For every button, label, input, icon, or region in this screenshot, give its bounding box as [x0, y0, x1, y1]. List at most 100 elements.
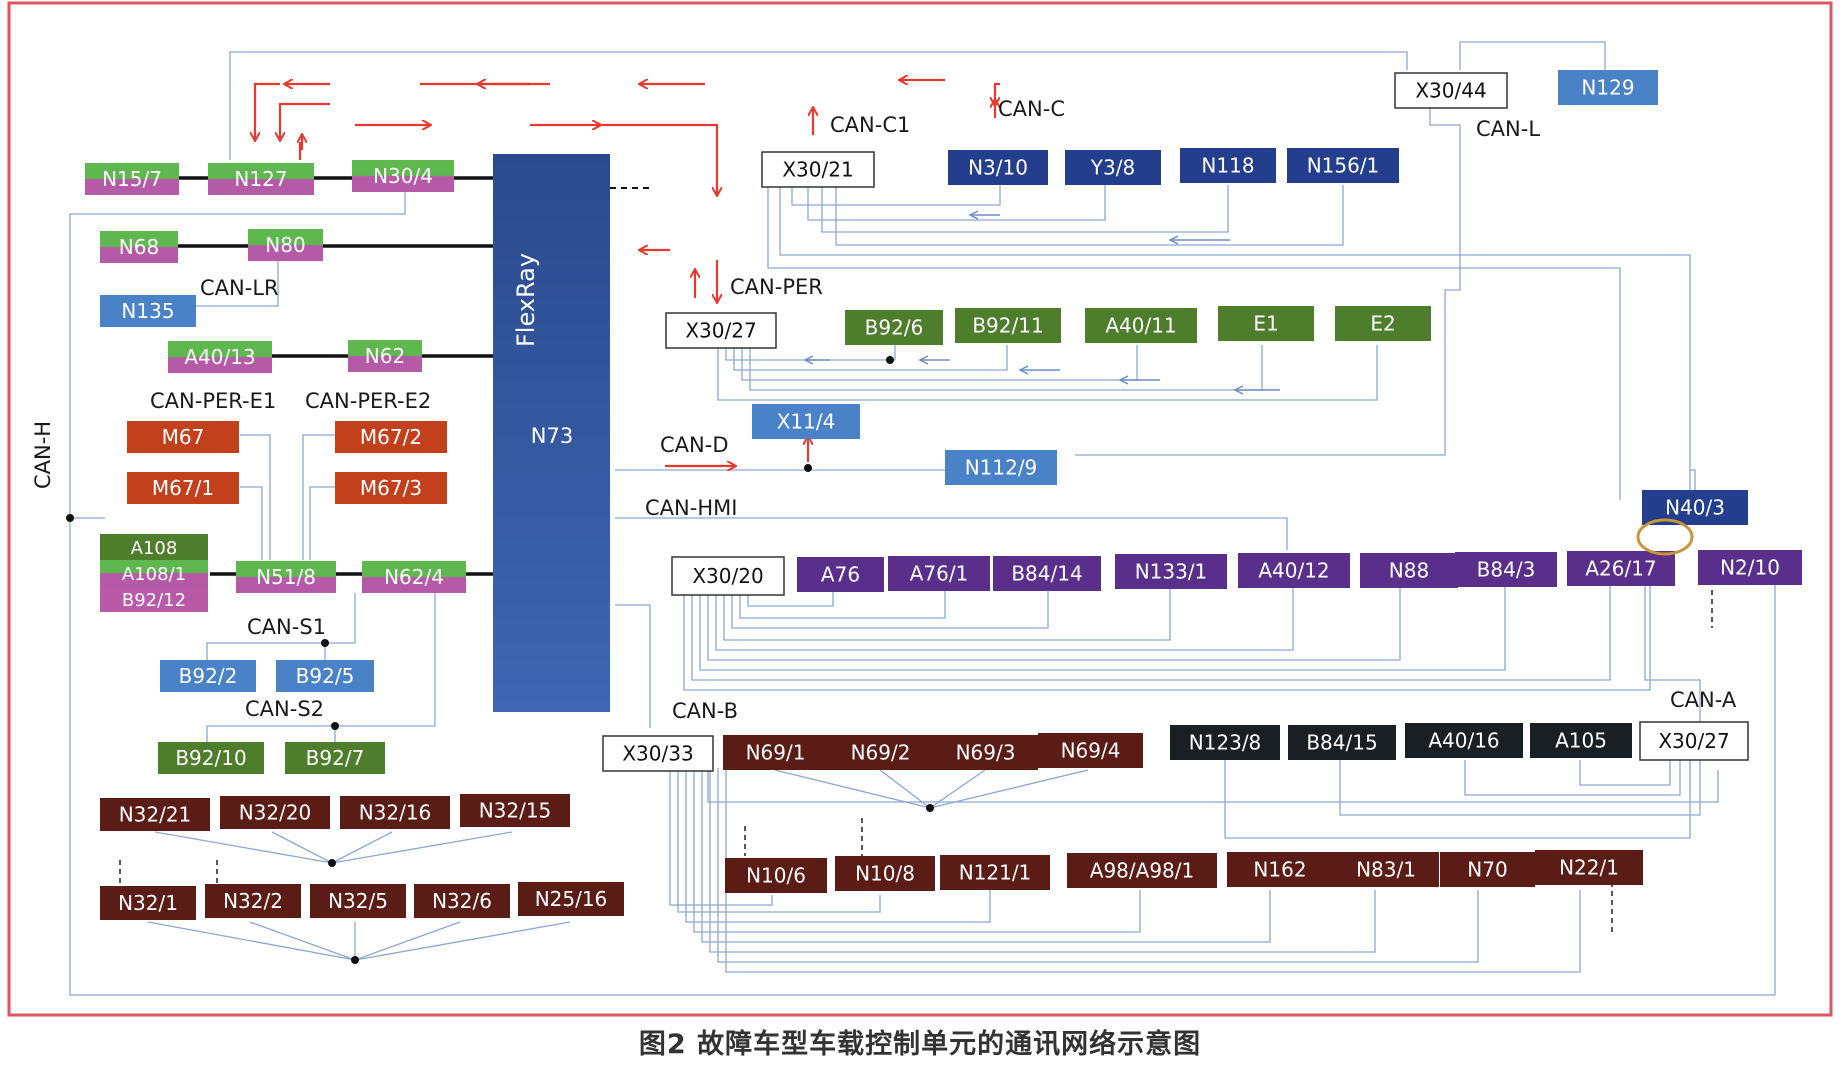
signal-arrows — [805, 215, 1280, 390]
junction-dot — [926, 804, 934, 812]
node-label: N88 — [1389, 559, 1429, 583]
node-label: N22/1 — [1559, 856, 1619, 880]
node-box — [160, 660, 256, 692]
node-n127: N127 — [208, 163, 314, 195]
junction-dot — [66, 514, 74, 522]
node-label: N127 — [234, 167, 287, 191]
node-label: N40/3 — [1665, 496, 1725, 520]
wire — [747, 585, 834, 607]
node-box — [348, 340, 422, 372]
node-a105: A105 — [1530, 723, 1632, 758]
node-label: N162 — [1253, 858, 1306, 882]
node-label: N70 — [1467, 858, 1507, 882]
node-box — [1558, 70, 1658, 105]
node-label: N135 — [121, 299, 174, 323]
node-box — [761, 151, 875, 188]
node-label: A108/1 — [122, 564, 186, 585]
node-a98-a98-1: A98/A98/1 — [1067, 853, 1217, 888]
node-box — [1535, 850, 1643, 885]
node-x11-4: X11/4 — [752, 404, 860, 439]
bus-label-can-per-e1: CAN-PER-E1 — [150, 389, 276, 413]
node-n32-2: N32/2 — [205, 884, 301, 918]
wire — [691, 585, 1611, 681]
node-box — [220, 796, 330, 829]
node-n112-9: N112/9 — [945, 450, 1057, 485]
node-label: A98/A98/1 — [1090, 859, 1194, 883]
node-label: N123/8 — [1189, 731, 1262, 755]
node-label: N69/3 — [956, 741, 1016, 765]
bus-label-can-c1: CAN-C1 — [830, 113, 910, 137]
node-box — [1639, 721, 1749, 761]
node-n118: N118 — [1180, 148, 1276, 183]
wire — [723, 585, 1171, 641]
node-box — [1440, 852, 1535, 887]
node-box — [1065, 150, 1161, 185]
wire — [1644, 585, 1701, 735]
node-label: X30/44 — [1415, 79, 1486, 103]
diagram-frame — [7, 1, 1833, 1017]
red-arrow — [280, 102, 330, 140]
node-n69-3: N69/3 — [933, 735, 1038, 770]
node-box — [158, 742, 264, 774]
node-b84-3: B84/3 — [1455, 552, 1557, 587]
node-a76-1: A76/1 — [888, 556, 990, 591]
node-label: N68 — [119, 235, 159, 259]
node-label: X30/20 — [692, 564, 763, 588]
node-box — [205, 884, 301, 918]
node-box — [236, 561, 336, 593]
node-label: B92/2 — [179, 664, 238, 688]
node-label: N32/2 — [223, 889, 283, 913]
wire — [693, 768, 1141, 933]
wire — [779, 185, 1691, 500]
node-box — [1218, 306, 1314, 341]
node-box — [1394, 72, 1508, 109]
node-box — [85, 163, 179, 195]
node-box — [940, 855, 1050, 890]
wire — [1075, 105, 1461, 456]
node-label: N129 — [1581, 76, 1634, 100]
node-box — [1038, 733, 1143, 768]
node-label: X30/21 — [782, 158, 853, 182]
wire — [1224, 760, 1691, 839]
wire — [271, 831, 333, 864]
wire — [685, 768, 991, 923]
wire — [767, 185, 1621, 500]
node-n69-2: N69/2 — [828, 735, 933, 770]
node-box — [340, 796, 450, 829]
node-n156-1: N156/1 — [1287, 148, 1399, 183]
node-box — [100, 295, 196, 327]
node-box — [1227, 852, 1333, 887]
wire — [206, 642, 326, 672]
node-box — [835, 856, 935, 891]
node-b92-7: B92/7 — [285, 742, 385, 774]
node-box — [335, 472, 447, 504]
node-n68: N68 — [100, 231, 178, 263]
node-m67: M67 — [127, 421, 239, 453]
node-box — [665, 312, 777, 349]
wire — [749, 345, 1263, 391]
node-label: N10/8 — [855, 862, 915, 886]
node-box — [1567, 551, 1675, 586]
node-label: A40/13 — [184, 345, 255, 369]
node-n88: N88 — [1360, 553, 1458, 588]
node-label: B92/11 — [972, 314, 1043, 338]
node-label: N32/20 — [239, 801, 312, 825]
node-n129: N129 — [1558, 70, 1658, 105]
wire — [739, 585, 946, 619]
node-label: N32/6 — [432, 889, 492, 913]
node-box — [100, 886, 196, 920]
node-n32-5: N32/5 — [310, 884, 406, 918]
junctions — [66, 356, 934, 964]
bus-label-can-l: CAN-L — [1476, 117, 1540, 141]
node-box — [100, 231, 178, 263]
node-box — [1288, 725, 1396, 760]
node-n162: N162 — [1227, 852, 1333, 887]
node-x30-44: X30/44 — [1394, 72, 1508, 109]
node-label: B84/15 — [1306, 731, 1377, 755]
bus-label-can-s1: CAN-S1 — [247, 615, 326, 639]
node-e2: E2 — [1335, 306, 1431, 341]
node-x30-20: X30/20 — [671, 556, 785, 596]
node-box — [828, 735, 933, 770]
